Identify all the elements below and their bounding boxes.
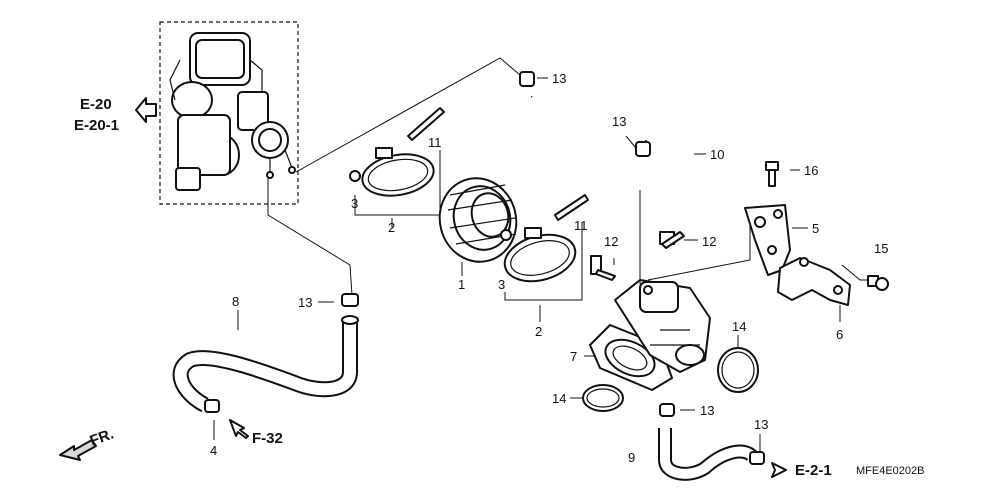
bracket-5 [744, 204, 791, 276]
callout-12-right: 12 [702, 234, 716, 249]
callout-7: 7 [570, 349, 577, 364]
reference-arrow-e21 [771, 462, 787, 478]
bolt-15 [867, 275, 889, 291]
hose-10 [519, 71, 694, 190]
callout-5: 5 [812, 221, 819, 236]
callout-13-upper: 13 [552, 71, 566, 86]
hose-8 [172, 293, 359, 413]
callout-9: 9 [628, 450, 635, 465]
callout-2-upper: 2 [388, 220, 395, 235]
callout-8: 8 [232, 294, 239, 309]
callout-2-lower: 2 [535, 324, 542, 339]
callout-15: 15 [874, 241, 888, 256]
callout-12-left: 12 [604, 234, 618, 249]
reference-arrow-left [135, 97, 157, 123]
callout-3-lower: 3 [498, 277, 505, 292]
front-arrow-icon [59, 439, 97, 461]
ref-f32: F-32 [252, 430, 283, 447]
callout-13-left: 13 [298, 295, 312, 310]
callout-14-left: 14 [552, 391, 566, 406]
reference-arrow-f32 [229, 419, 249, 439]
callout-13-right: 13 [754, 417, 768, 432]
ref-e20-1: E-20-1 [74, 117, 119, 134]
throttle-body-7 [589, 279, 711, 391]
ref-e20: E-20 [80, 96, 112, 113]
ref-e2-1: E-2-1 [795, 462, 832, 479]
ref-front: FR. [88, 426, 117, 450]
callout-4: 4 [210, 443, 217, 458]
insulator-1 [438, 177, 518, 263]
carburetor-assembly [159, 21, 299, 205]
bolt-12-right [659, 231, 685, 249]
callout-13-lower: 13 [700, 403, 714, 418]
callout-11-lower: 11 [574, 218, 588, 233]
o-ring-14-right [717, 347, 759, 393]
callout-16: 16 [804, 163, 818, 178]
callout-13-hose: 13 [612, 114, 626, 129]
clamp-2-upper [349, 107, 445, 197]
bolt-12-left [590, 255, 616, 281]
hose-9 [658, 403, 765, 481]
clamp-2-lower [500, 194, 589, 283]
callout-3-upper: 3 [351, 196, 358, 211]
callout-6: 6 [836, 327, 843, 342]
bracket-6 [777, 257, 851, 306]
o-ring-14-left [582, 384, 624, 412]
diagram-code: MFE4E0202B [856, 465, 924, 477]
callout-1: 1 [458, 277, 465, 292]
callout-11-upper: 11 [428, 135, 442, 150]
bolt-16 [765, 161, 779, 187]
callout-10: 10 [710, 147, 724, 162]
callout-14-right: 14 [732, 319, 746, 334]
